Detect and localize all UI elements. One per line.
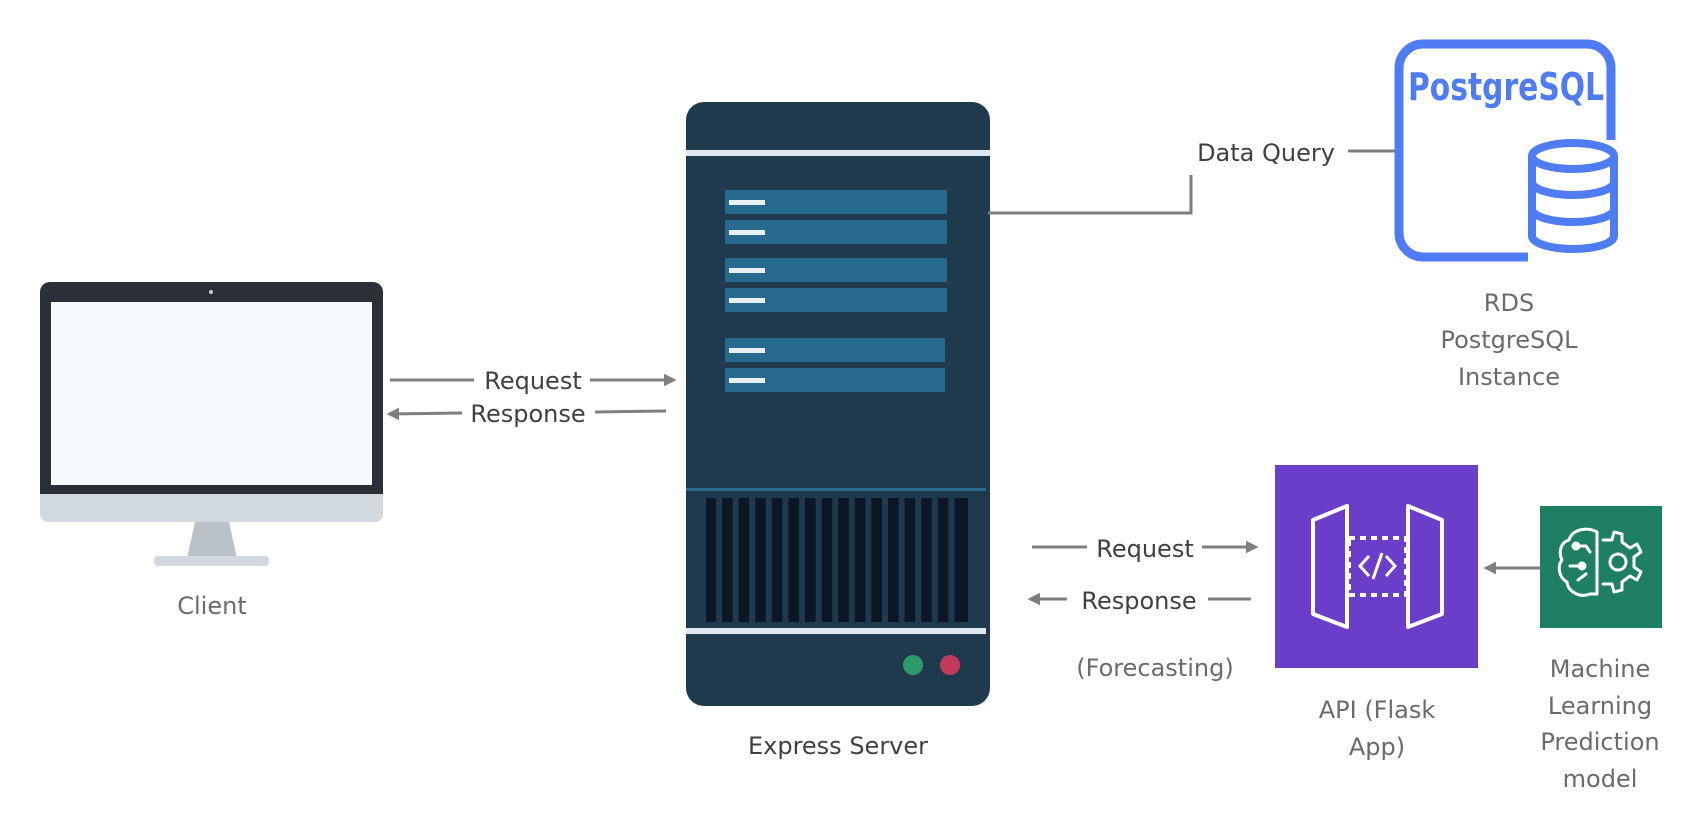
postgres-label-line-1: RDS xyxy=(1484,289,1534,317)
data-query-label: Data Query xyxy=(1197,139,1335,167)
api-request-label: Request xyxy=(1096,535,1194,563)
ml-label-line-1: Machine xyxy=(1550,655,1650,683)
api-label-line-2: App) xyxy=(1349,733,1405,761)
postgres-label-line-3: Instance xyxy=(1458,363,1560,391)
postgresql-icon xyxy=(1394,39,1618,264)
api-note-label: (Forecasting) xyxy=(1076,654,1233,682)
api-gateway-icon xyxy=(1275,465,1478,668)
api-response-label: Response xyxy=(1081,587,1196,615)
ml-label-line-4: model xyxy=(1563,765,1638,793)
data-query-connector xyxy=(988,175,1193,215)
express-server-icon xyxy=(686,102,990,706)
postgresql-logo-text: PostgreSQL xyxy=(1408,65,1604,109)
machine-learning-icon xyxy=(1540,506,1662,628)
client-monitor-icon xyxy=(40,282,383,566)
client-label: Client xyxy=(177,592,246,620)
api-label-line-1: API (Flask xyxy=(1319,696,1436,724)
postgres-label-line-2: PostgreSQL xyxy=(1440,326,1578,354)
client-response-label: Response xyxy=(470,400,585,428)
client-request-label: Request xyxy=(484,367,582,395)
client-response-line-right xyxy=(594,409,667,414)
express-server-label: Express Server xyxy=(748,732,928,760)
ml-label-line-3: Prediction xyxy=(1540,728,1659,756)
ml-label-line-2: Learning xyxy=(1548,692,1652,720)
client-response-arrow xyxy=(386,407,463,421)
